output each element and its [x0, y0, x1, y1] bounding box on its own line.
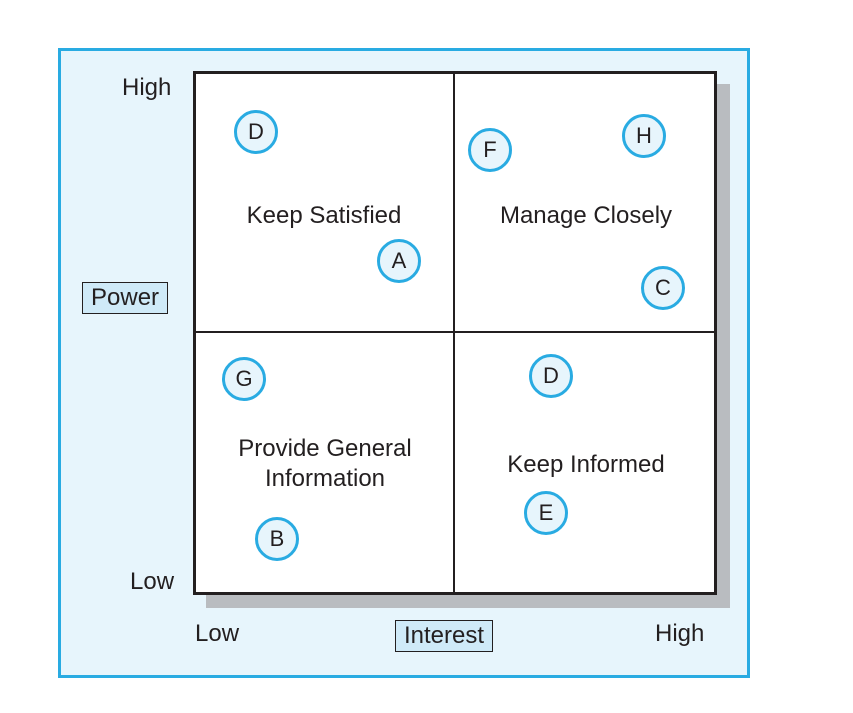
x-axis-low-label: Low [195, 620, 240, 647]
x-axis-high-label: High [655, 620, 705, 647]
power-interest-grid [193, 71, 717, 595]
quadrant-keep-informed: Keep Informed [507, 451, 665, 478]
y-axis-low-label: Low [130, 568, 175, 595]
stakeholder-marker: E [524, 491, 568, 535]
quadrant-provide-general-information: Provide General Information [238, 435, 412, 492]
stakeholder-marker: H [622, 114, 666, 158]
y-axis-title: Power [82, 282, 169, 314]
y-axis-high-label: High [122, 74, 172, 101]
stakeholder-marker: F [468, 128, 512, 172]
x-axis-title: Interest [395, 620, 494, 652]
stakeholder-marker: G [222, 357, 266, 401]
quadrant-keep-satisfied: Keep Satisfied [246, 202, 402, 229]
stakeholder-marker: C [641, 266, 685, 310]
stakeholder-marker: D [529, 354, 573, 398]
stakeholder-marker: B [255, 517, 299, 561]
quadrant-manage-closely: Manage Closely [499, 202, 673, 229]
horizontal-divider [193, 331, 717, 333]
stakeholder-marker: A [377, 239, 421, 283]
stakeholder-marker: D [234, 110, 278, 154]
vertical-divider [453, 71, 455, 595]
